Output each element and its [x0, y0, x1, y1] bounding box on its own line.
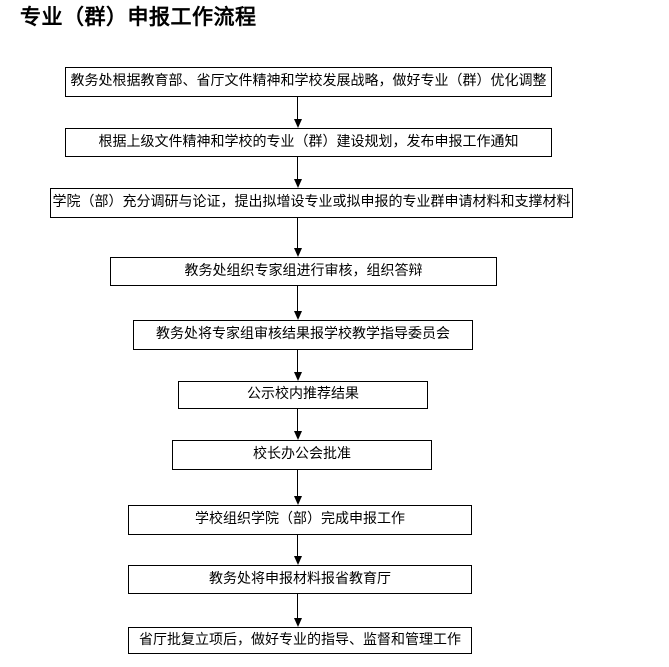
arrow-line [297, 286, 298, 311]
arrow-line [297, 535, 298, 556]
flow-step-label: 教务处根据教育部、省厅文件精神和学校发展战略，做好专业（群）优化调整 [70, 74, 547, 89]
arrow-down-icon [293, 248, 302, 257]
arrow-line [297, 350, 298, 372]
flow-step-box-4: 教务处组织专家组进行审核，组织答辩 [110, 257, 497, 286]
arrow-line [297, 470, 298, 496]
flow-connector-5 [293, 350, 302, 381]
flow-connector-1 [293, 97, 302, 128]
arrow-down-icon [293, 431, 302, 440]
arrow-line [297, 594, 298, 618]
flow-connector-2 [293, 157, 302, 188]
flow-connector-3 [293, 218, 302, 257]
flow-step-box-8: 学校组织学院（部）完成申报工作 [128, 505, 472, 535]
arrow-down-icon [293, 311, 302, 320]
arrow-down-icon [293, 618, 302, 627]
page-title: 专业（群）申报工作流程 [20, 5, 257, 29]
flow-step-box-10: 省厅批复立项后，做好专业的指导、监督和管理工作 [128, 627, 472, 654]
flow-step-label: 教务处将申报材料报省教育厅 [209, 571, 391, 587]
arrow-line [297, 157, 298, 179]
flow-step-box-1: 教务处根据教育部、省厅文件精神和学校发展战略，做好专业（群）优化调整 [65, 67, 552, 97]
flow-connector-4 [293, 286, 302, 320]
flow-step-box-7: 校长办公会批准 [172, 440, 432, 470]
flow-step-box-9: 教务处将申报材料报省教育厅 [128, 565, 472, 594]
flow-step-label: 教务处将专家组审核结果报学校教学指导委员会 [156, 327, 450, 342]
flow-connector-9 [293, 594, 302, 627]
arrow-down-icon [293, 372, 302, 381]
flow-step-box-6: 公示校内推荐结果 [178, 381, 428, 409]
arrow-line [297, 218, 298, 248]
arrow-line [297, 97, 298, 119]
arrow-down-icon [293, 179, 302, 188]
flow-step-label: 教务处组织专家组进行审核，组织答辩 [184, 263, 423, 279]
flow-connector-8 [293, 535, 302, 565]
flow-step-label: 公示校内推荐结果 [247, 387, 359, 402]
flow-step-label: 校长办公会批准 [253, 447, 351, 462]
flow-connector-7 [293, 470, 302, 505]
flow-step-box-2: 根据上级文件精神和学校的专业（群）建设规划，发布申报工作通知 [65, 128, 552, 157]
flow-step-label: 省厅批复立项后，做好专业的指导、监督和管理工作 [139, 632, 461, 648]
flow-step-label: 学校组织学院（部）完成申报工作 [195, 512, 405, 527]
arrow-line [297, 409, 298, 431]
flow-step-label: 学院（部）充分调研与论证，提出拟增设专业或拟申报的专业群申请材料和支撑材料 [52, 195, 571, 210]
arrow-down-icon [293, 119, 302, 128]
flow-step-box-3: 学院（部）充分调研与论证，提出拟增设专业或拟申报的专业群申请材料和支撑材料 [50, 188, 573, 218]
arrow-down-icon [293, 496, 302, 505]
arrow-down-icon [293, 556, 302, 565]
flow-step-box-5: 教务处将专家组审核结果报学校教学指导委员会 [133, 320, 473, 350]
flow-connector-6 [293, 409, 302, 440]
flow-step-label: 根据上级文件精神和学校的专业（群）建设规划，发布申报工作通知 [98, 134, 519, 150]
